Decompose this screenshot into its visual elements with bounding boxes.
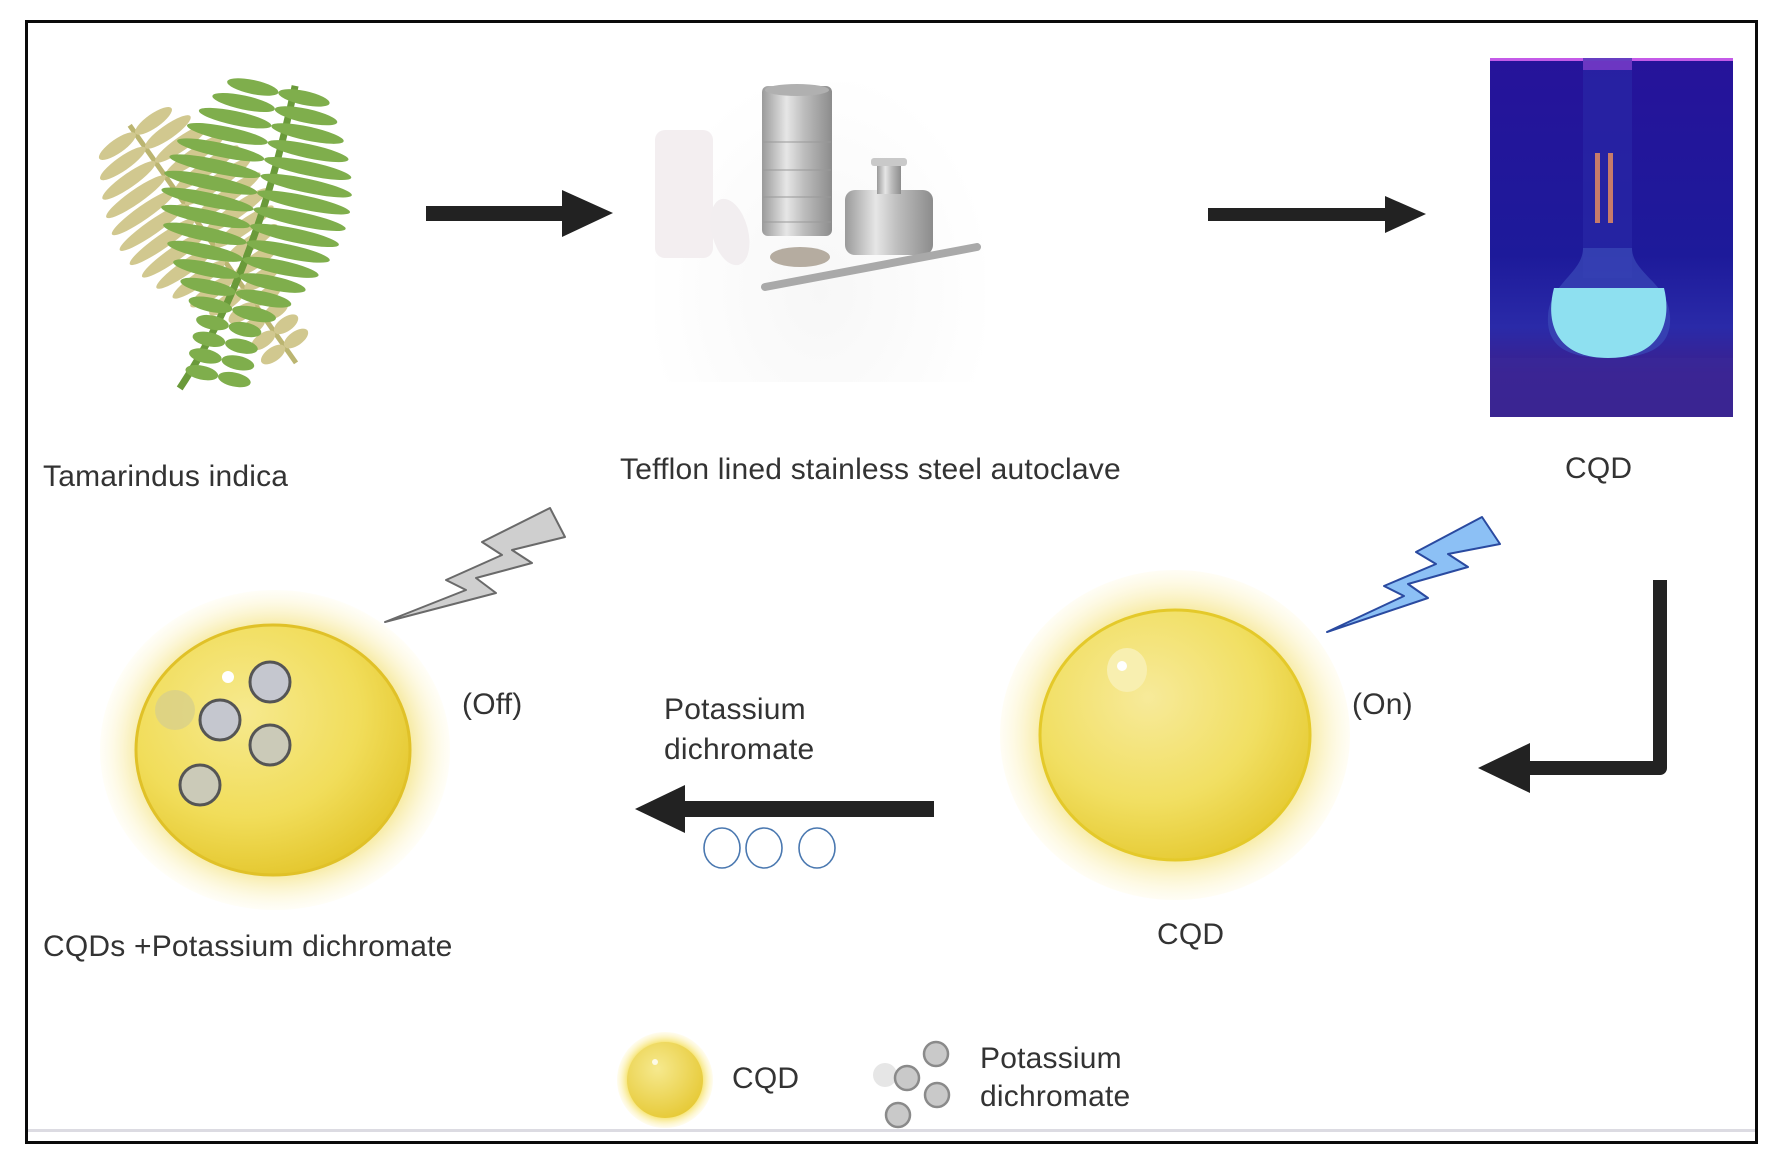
cqd-sphere-icon	[1000, 570, 1350, 900]
fern-leaflet	[246, 240, 330, 263]
fern-leaflet	[169, 154, 261, 179]
fern-leaflet	[102, 161, 156, 200]
lightning-bolt-on-icon	[1326, 516, 1501, 633]
fern-leaflet	[119, 203, 186, 251]
fern-leaflet	[218, 371, 251, 388]
reactor-label: Tefflon lined stainless steel autoclave	[620, 453, 1121, 486]
legend-cqd-label: CQD	[732, 1062, 800, 1095]
fern-leaflet	[260, 173, 352, 198]
figure-frame	[25, 20, 1758, 1144]
fern-leaflet	[188, 296, 233, 314]
quenched-cqd-sphere-icon	[100, 590, 450, 910]
off-cqd-label: CQDs +Potassium dichromate	[43, 930, 453, 963]
fern-leaflet	[264, 156, 352, 180]
arrow-left-icon	[635, 785, 934, 833]
fern-leaflet	[194, 172, 261, 220]
fern-leaf-icon	[98, 78, 352, 391]
fern-leaflet	[189, 348, 222, 364]
fern-leaflet	[134, 106, 172, 135]
fern-leaflet	[98, 132, 136, 161]
arrow-right-icon	[1208, 196, 1426, 233]
fern-leaflet	[196, 314, 229, 331]
fern-leaflet	[164, 170, 258, 195]
legend-dichromate-line1: Potassium	[980, 1042, 1122, 1075]
product-label: CQD	[1565, 452, 1633, 485]
fern-leaflet	[100, 146, 146, 181]
reagent-label-line2: dichromate	[664, 733, 815, 766]
legend-dichromate-line2: dichromate	[980, 1080, 1131, 1113]
fern-leaflet	[227, 78, 279, 96]
fern-leaflet	[249, 223, 339, 248]
fern-leaflet	[145, 115, 191, 149]
reagent-label-line1: Potassium	[664, 693, 806, 726]
on-state-label: (On)	[1352, 688, 1413, 721]
fern-leaflet	[260, 344, 286, 365]
lightning-bolt-off-icon	[384, 507, 566, 623]
reagent-particles-icon	[703, 827, 836, 869]
legend-dichromate-label: Potassium dichromate	[980, 1040, 1130, 1116]
fern-leaflet	[273, 314, 299, 335]
fern-leaflet	[186, 122, 268, 145]
off-state-label: (Off)	[462, 688, 523, 721]
fern-leaflet	[180, 277, 236, 296]
fern-leaflet	[161, 204, 251, 229]
bent-arrow-icon	[1478, 580, 1667, 793]
dichromate-particles-icon	[873, 1040, 951, 1129]
fern-leaflet	[271, 123, 344, 144]
fern-leaflet	[192, 331, 226, 347]
arrow-right-icon	[426, 190, 613, 237]
fern-leaflet	[253, 207, 346, 231]
fern-leaflet	[185, 364, 219, 381]
fern-leaflet	[177, 138, 265, 162]
fern-leaflet	[212, 92, 275, 113]
autoclave-photo	[655, 82, 985, 382]
fern-leaflet	[251, 330, 276, 351]
fern-leaflet	[111, 189, 176, 236]
fern-leaflet	[257, 190, 351, 215]
reagent-label: Potassium dichromate	[664, 690, 814, 770]
legend-cqd-icon	[617, 1032, 713, 1128]
divider	[28, 1129, 1755, 1132]
fern-leaflet	[278, 89, 330, 107]
fern-leaflet	[235, 289, 292, 308]
fern-leaflet	[163, 222, 247, 245]
fern-leaflet	[283, 328, 309, 349]
fern-leaflet	[198, 107, 272, 129]
fern-leaflet	[225, 338, 258, 354]
fern-leaflet	[173, 259, 240, 279]
fern-leaflet	[161, 187, 254, 212]
fern-leaflet	[228, 321, 262, 338]
on-cqd-label: CQD	[1157, 918, 1225, 951]
fern-leaflet	[232, 305, 276, 323]
source-label: Tamarindus indica	[43, 460, 289, 493]
fern-leaflet	[239, 273, 306, 293]
fern-leaflet	[242, 256, 319, 278]
fern-leaflet	[167, 240, 243, 262]
fern-leaflet	[267, 140, 349, 163]
fern-leaflet	[274, 106, 338, 126]
fluorescent-flask-photo	[1490, 58, 1733, 417]
fern-leaflet	[106, 175, 166, 219]
fern-leaflet	[221, 355, 255, 371]
